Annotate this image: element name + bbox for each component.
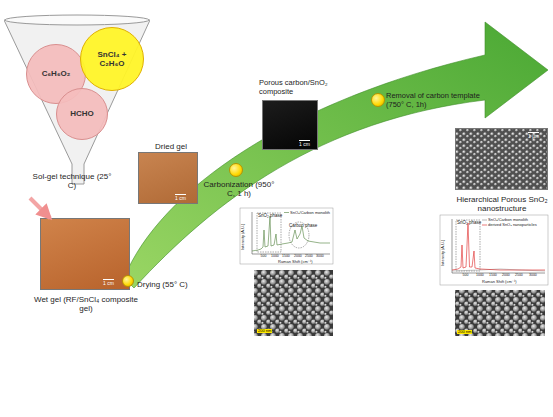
flow-arrow [30,198,50,218]
raman-chart [240,208,333,264]
sem-image [455,290,545,336]
gel-photo: Dried gel1 cm [138,152,198,204]
reagent-circle: HCHO [56,88,108,140]
tick-label: 1000 [271,255,279,259]
tick-label: 1500 [489,274,497,278]
sem-image [455,128,548,190]
axis-title: Intensity (A.U.) [241,224,245,250]
chart-label: SnO₂ phase [457,221,481,226]
chart-label: Carbon phase [289,224,317,229]
axis-title: Intensity (A.U.) [441,240,445,266]
tick-label: 2000 [294,255,302,259]
tick-label: 2500 [305,255,313,259]
raman-chart [440,215,548,285]
step-label: Sol-gel technique (25° C) [30,172,114,190]
sample-label: Hierarchical Porous SnO₂ nanostructure [438,195,553,213]
step-marker: Drying (55° C) [122,275,134,287]
tick-label: 500 [463,274,469,278]
step-marker: Carbonization (950° C, 1 h) [229,163,243,177]
tick-label: 500 [261,255,267,259]
tick-label: 3000 [316,255,324,259]
scale-bar: 1 cm [299,140,310,148]
reagent-label: C₆H₆O₂ [27,69,85,78]
step-marker: Removal of carbon template (750° C, 1h) [371,93,385,107]
tick-label: 3000 [529,274,537,278]
chart-label: SnO₂/Carbon monolith [488,218,528,222]
sample-label: Wet gel (RF/SnCl₄ composite gel) [27,295,145,313]
tick-label: 2000 [502,274,510,278]
composite-photo: Porous carbon/SnO₂ composite1 cm [262,100,318,150]
tick-label: 2500 [515,274,523,278]
step-label: Carbonization (950° C, 1 h) [202,180,276,198]
scale-bar: 1 cm [103,279,114,287]
scale-label: 200 nm [257,329,272,333]
scale-bar: 1 cm [175,194,186,202]
sem-image [254,270,333,336]
chart-label: derived SnO₂ nanoparticles [488,223,537,227]
chart-label: SnO₂/Carbon monolith [290,211,330,215]
scale-bar: 1 μm [528,132,539,140]
tick-label: 1000 [476,274,484,278]
gel-photo: Wet gel (RF/SnCl₄ composite gel)1 cm [40,218,130,290]
chart-label: SnO₂ phase [258,214,282,219]
sample-label: Dried gel [155,142,187,151]
reagent-circle: SnCl₄ + C₂H₆O [80,27,144,91]
sample-label: Porous carbon/SnO₂ composite [259,79,355,96]
chart-label: Raman Shift (cm⁻¹) [482,280,517,284]
funnel-vessel: Sol-gel technique (25° C) C₆H₆O₂SnCl₄ + C… [4,14,150,198]
chart-label: Raman Shift (cm⁻¹) [278,260,313,264]
scale-label: 200 nm [457,330,472,334]
funnel-rim [5,15,149,25]
reagent-label: HCHO [57,109,107,118]
sem-image-frame: Hierarchical Porous SnO₂ nanostructure1 … [455,128,548,190]
reagent-label: SnCl₄ + C₂H₆O [81,50,143,68]
process-arrow [124,22,548,288]
tick-label: 1500 [282,255,290,259]
step-label: Removal of carbon template (750° C, 1h) [386,92,491,109]
step-label: Drying (55° C) [137,280,188,289]
funnel-body [4,20,150,184]
